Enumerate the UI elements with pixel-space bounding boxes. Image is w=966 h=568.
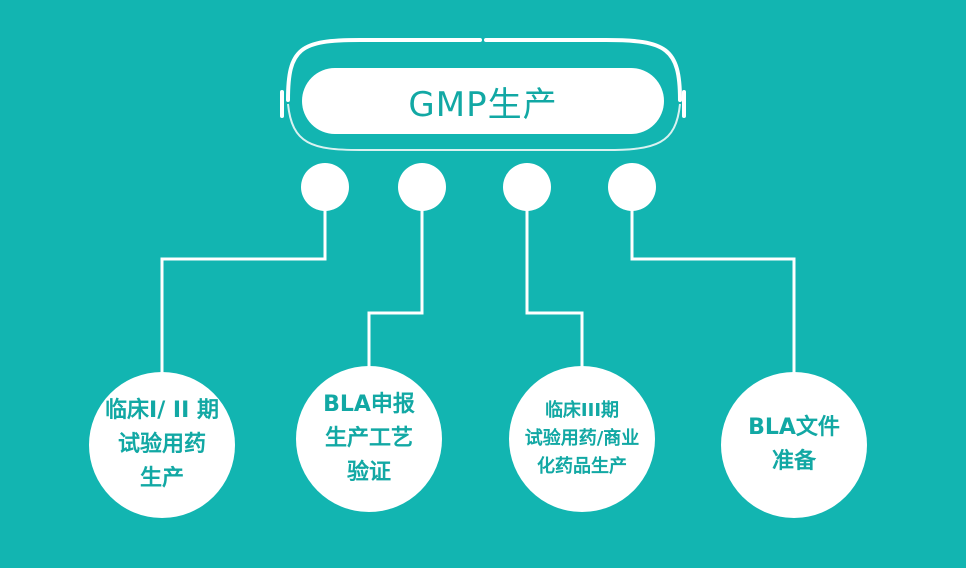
diagram-title: GMP生产	[408, 84, 558, 125]
stage-bubble-3: 临床III期 试验用药/商业 化药品生产	[509, 366, 655, 512]
title-pill: GMP生产	[302, 68, 664, 134]
junction-dot-4	[608, 163, 656, 211]
stage-label-4: BLA文件 准备	[748, 415, 840, 474]
stage-label-2: BLA申报 生产工艺 验证	[323, 392, 415, 485]
junction-dot-3	[503, 163, 551, 211]
stage-bubble-4: BLA文件 准备	[721, 372, 867, 518]
connector-3	[525, 208, 584, 372]
title-frame-left	[286, 38, 482, 102]
connector-2	[367, 208, 424, 372]
connector-1	[160, 208, 327, 375]
junction-dot-2	[398, 163, 446, 211]
junction-dot-1	[301, 163, 349, 211]
stage-bubble-1: 临床I/ II 期 试验用药 生产	[89, 372, 235, 518]
title-frame-bottom	[287, 103, 681, 151]
connector-4	[630, 208, 796, 375]
stage-label-3: 临床III期 试验用药/商业 化药品生产	[524, 400, 640, 477]
title-frame-right	[484, 38, 682, 102]
stage-bubble-2: BLA申报 生产工艺 验证	[296, 366, 442, 512]
stage-label-1: 临床I/ II 期 试验用药 生产	[105, 398, 219, 491]
